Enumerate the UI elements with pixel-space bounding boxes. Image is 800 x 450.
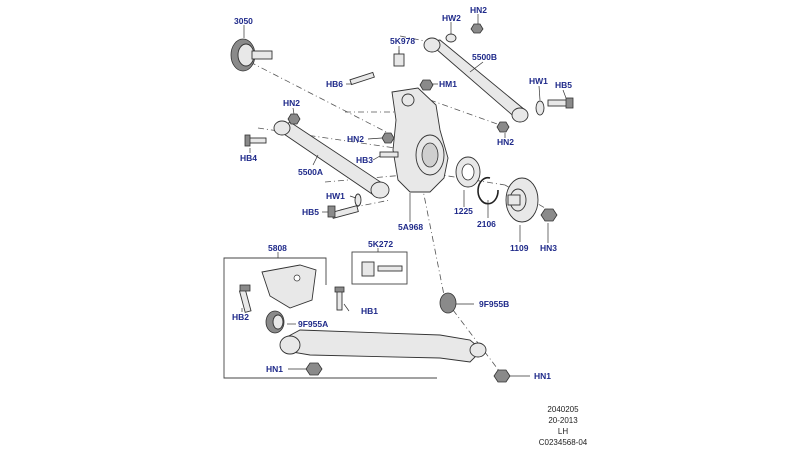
part-labels: 3050 HW2 HN2 5K978 5500B HB6 HM1 HW1 HB5… bbox=[232, 5, 572, 381]
nut-hn3 bbox=[540, 208, 558, 222]
label-5k272: 5K272 bbox=[368, 239, 393, 249]
label-hw1-left: HW1 bbox=[326, 191, 345, 201]
label-hn2-mid: HN2 bbox=[347, 134, 364, 144]
label-5808: 5808 bbox=[268, 243, 287, 253]
footer-line-2: 20-2013 bbox=[548, 416, 578, 425]
nut-hn2-top bbox=[470, 23, 484, 34]
label-9f955a: 9F955A bbox=[298, 319, 328, 329]
label-5500b: 5500B bbox=[472, 52, 497, 62]
footer-line-3: LH bbox=[558, 427, 568, 436]
bolt-hb3 bbox=[379, 151, 399, 158]
box-5808 bbox=[223, 252, 437, 379]
label-5a968: 5A968 bbox=[398, 222, 423, 232]
washer-hw1-left bbox=[354, 193, 362, 207]
label-hb4: HB4 bbox=[240, 153, 257, 163]
footer-line-4: C0234568-04 bbox=[539, 438, 588, 447]
label-1109: 1109 bbox=[510, 243, 529, 253]
bracket-5808 bbox=[261, 264, 317, 309]
bushing-9f955b bbox=[439, 292, 457, 314]
bolt-hb1 bbox=[334, 286, 345, 311]
nut-hn1-right bbox=[493, 369, 511, 383]
footer-reference: 2040205 20-2013 LH C0234568-04 bbox=[539, 405, 588, 447]
label-2106: 2106 bbox=[477, 219, 496, 229]
label-hn1-right: HN1 bbox=[534, 371, 551, 381]
bolt-hb5-left bbox=[327, 205, 359, 219]
label-hn2-top: HN2 bbox=[470, 5, 487, 15]
label-5500a: 5500A bbox=[298, 167, 323, 177]
nut-hm1 bbox=[419, 79, 434, 91]
leader-lines bbox=[241, 14, 567, 377]
arm-5500a bbox=[273, 120, 390, 199]
label-hb1: HB1 bbox=[361, 306, 378, 316]
bushing-9f955a bbox=[265, 310, 285, 334]
hub-1109 bbox=[505, 177, 539, 223]
label-1225: 1225 bbox=[454, 206, 473, 216]
lower-arm bbox=[279, 329, 487, 363]
label-5k978: 5K978 bbox=[390, 36, 415, 46]
bolt-hb2 bbox=[238, 284, 252, 313]
nut-hn2-left bbox=[287, 113, 301, 125]
label-hb3: HB3 bbox=[356, 155, 373, 165]
label-hm1: HM1 bbox=[439, 79, 457, 89]
nut-hn1-left bbox=[305, 362, 323, 376]
label-hw1-right: HW1 bbox=[529, 76, 548, 86]
nut-hn2-mid bbox=[381, 132, 395, 144]
arm-5500b bbox=[423, 37, 529, 123]
label-hb5-right: HB5 bbox=[555, 80, 572, 90]
knuckle-5a968 bbox=[391, 87, 449, 193]
footer-line-1: 2040205 bbox=[547, 405, 579, 414]
bolt-hb5-right bbox=[547, 97, 574, 109]
bolt-hb6 bbox=[349, 71, 375, 86]
bushing-3050 bbox=[230, 38, 273, 72]
nut-hn2-right bbox=[496, 121, 510, 133]
label-3050: 3050 bbox=[234, 16, 253, 26]
label-hn1-left: HN1 bbox=[266, 364, 283, 374]
label-hb5-left: HB5 bbox=[302, 207, 319, 217]
circlip-2106 bbox=[477, 176, 499, 205]
box-5k272 bbox=[351, 251, 408, 285]
washer-hw1-right bbox=[535, 100, 545, 116]
label-hb6: HB6 bbox=[326, 79, 343, 89]
label-hw2: HW2 bbox=[442, 13, 461, 23]
label-hn3: HN3 bbox=[540, 243, 557, 253]
washer-hw2 bbox=[445, 33, 457, 43]
label-hb2: HB2 bbox=[232, 312, 249, 322]
label-hn2-left: HN2 bbox=[283, 98, 300, 108]
label-hn2-right: HN2 bbox=[497, 137, 514, 147]
label-9f955b: 9F955B bbox=[479, 299, 509, 309]
bearing-1225 bbox=[455, 156, 481, 188]
bolt-hb4 bbox=[244, 134, 267, 147]
